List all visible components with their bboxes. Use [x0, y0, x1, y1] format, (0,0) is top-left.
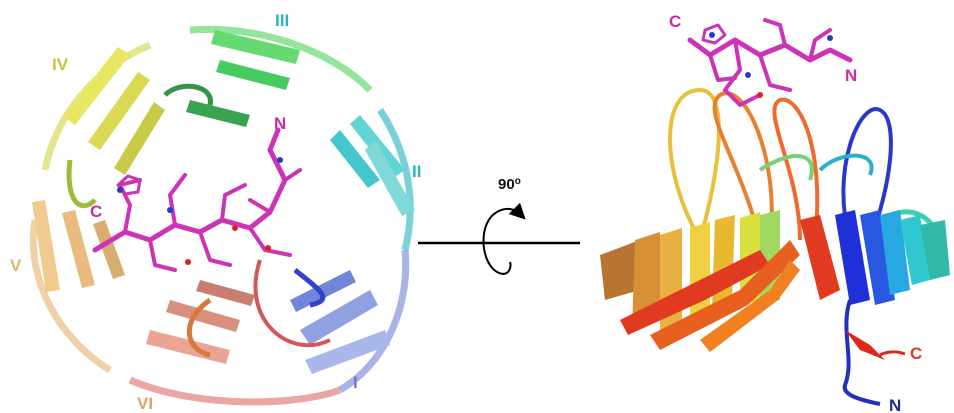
blade-label-I: I — [353, 374, 358, 391]
inner-loop — [66, 159, 97, 209]
peptide-top-view — [92, 127, 302, 272]
blade-label-III: III — [275, 12, 289, 29]
right-protein-c-label: C — [910, 345, 922, 362]
peptide-side-view — [687, 18, 853, 107]
rotation-indicator — [418, 202, 580, 275]
blade-IV-text: IV — [52, 55, 69, 74]
blade-label-V: V — [10, 257, 21, 274]
inner-loop — [186, 297, 212, 358]
rotation-angle: 90 — [498, 176, 515, 193]
blade-III-text: III — [275, 11, 290, 30]
degree-symbol: o — [514, 176, 521, 187]
rotation-curve — [482, 211, 512, 275]
loop — [338, 249, 410, 393]
inner-loop — [163, 83, 213, 106]
right-protein-n-label: N — [889, 397, 901, 413]
right-protein-c-text: C — [910, 344, 923, 363]
blade-label-II: II — [412, 163, 421, 180]
inner-loop — [293, 268, 326, 308]
blade-label-VI: VI — [137, 395, 153, 412]
loop — [377, 108, 414, 251]
inner-loop — [253, 259, 331, 348]
right-peptide-c-label: C — [669, 13, 681, 30]
blade-label-IV: IV — [52, 56, 68, 73]
blade-I — [290, 270, 390, 374]
right-peptide-c-text: C — [669, 12, 682, 31]
blade-V — [32, 200, 125, 292]
rotation-label: 90o — [498, 176, 521, 193]
right-peptide-n-label: N — [845, 67, 857, 84]
right-peptide-n-text: N — [845, 66, 858, 85]
left-n-text: N — [274, 114, 287, 133]
propeller-side-view — [600, 87, 950, 406]
left-n-terminus-label: N — [274, 115, 286, 132]
blade-III — [186, 30, 300, 127]
blade-II — [330, 115, 415, 216]
blade-V-text: V — [10, 256, 22, 275]
left-c-text: C — [90, 202, 103, 221]
loop — [128, 376, 342, 406]
loop — [29, 219, 112, 374]
blade-IV — [63, 47, 165, 175]
blade-I-text: I — [353, 373, 358, 392]
blade-VI-text: VI — [137, 394, 154, 413]
left-c-terminus-label: C — [90, 203, 102, 220]
right-protein-n-text: N — [889, 396, 902, 413]
blade-II-text: II — [412, 162, 422, 181]
propeller-top-view — [29, 25, 415, 406]
loop — [189, 25, 373, 93]
rotation-arrow-icon — [496, 202, 526, 220]
